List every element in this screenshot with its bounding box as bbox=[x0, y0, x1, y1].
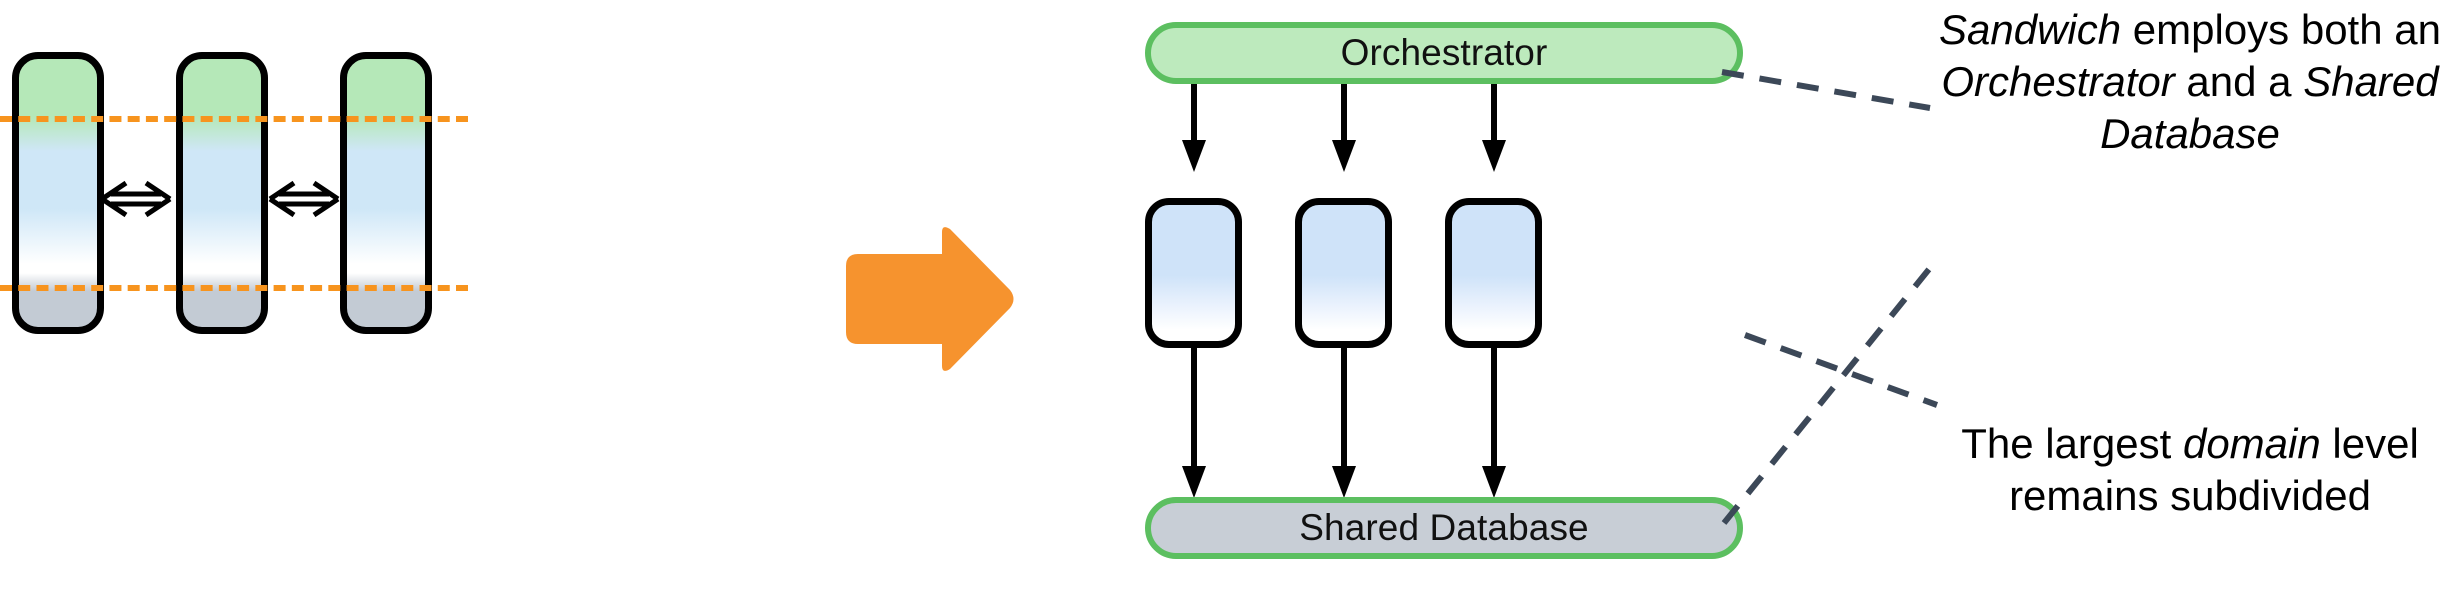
database-boundary-dashed-line bbox=[0, 285, 468, 291]
annotation-sandwich-seg-3: and a bbox=[2174, 58, 2304, 105]
annotation-sandwich-seg-4: Shared Database bbox=[2100, 58, 2439, 157]
flow-arrow-down-icon bbox=[1481, 84, 1507, 172]
domain-boundary-dashed-line bbox=[0, 116, 468, 122]
annotation-domain: The largest domain level remains subdivi… bbox=[1935, 418, 2445, 522]
service-box[interactable] bbox=[1445, 198, 1542, 348]
flow-arrow-down-icon bbox=[1331, 348, 1357, 498]
service-box[interactable] bbox=[1295, 198, 1392, 348]
annotation-sandwich: Sandwich employs both an Orchestrator an… bbox=[1935, 4, 2445, 160]
layer-panel bbox=[12, 52, 104, 334]
shared-database-box[interactable]: Shared Database bbox=[1145, 497, 1743, 559]
annotation-domain-seg-1: domain bbox=[2182, 420, 2321, 467]
annotation-domain-seg-0: The largest bbox=[1961, 420, 2183, 467]
orchestrator-box[interactable]: Orchestrator bbox=[1145, 22, 1743, 84]
right-arrow-icon bbox=[838, 226, 1018, 372]
annotation-sandwich-seg-2: Orchestrator bbox=[1941, 58, 2175, 105]
layer-panel bbox=[176, 52, 268, 334]
flow-arrow-down-icon bbox=[1481, 348, 1507, 498]
bidirectional-arrow-icon bbox=[268, 180, 340, 218]
flow-arrow-down-icon bbox=[1181, 84, 1207, 172]
layer-panel bbox=[340, 52, 432, 334]
layered-panels-group bbox=[0, 0, 480, 598]
flow-arrow-down-icon bbox=[1331, 84, 1357, 172]
annotation-domain-seg-2: level remains subdivided bbox=[2009, 420, 2419, 519]
flow-arrow-down-icon bbox=[1181, 348, 1207, 498]
service-box[interactable] bbox=[1145, 198, 1242, 348]
annotation-sandwich-seg-0: Sandwich bbox=[1939, 6, 2122, 53]
bidirectional-arrow-icon bbox=[100, 180, 172, 218]
orchestrator-diagram-group: Orchestrator bbox=[1125, 0, 1825, 598]
annotation-sandwich-seg-1: employs both an bbox=[2121, 6, 2441, 53]
